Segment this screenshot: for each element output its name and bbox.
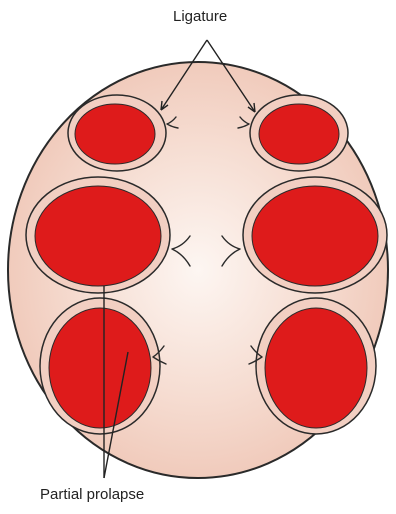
pile-top-right [250,95,348,171]
partial-prolapse-label: Partial prolapse [40,486,144,503]
pile-bottom-left [40,298,160,434]
pile-bottom-right [256,298,376,434]
pile-top-left [68,95,166,171]
pile-middle-right [243,177,387,293]
pile-middle-left [26,177,170,293]
ligature-label: Ligature [173,8,227,25]
